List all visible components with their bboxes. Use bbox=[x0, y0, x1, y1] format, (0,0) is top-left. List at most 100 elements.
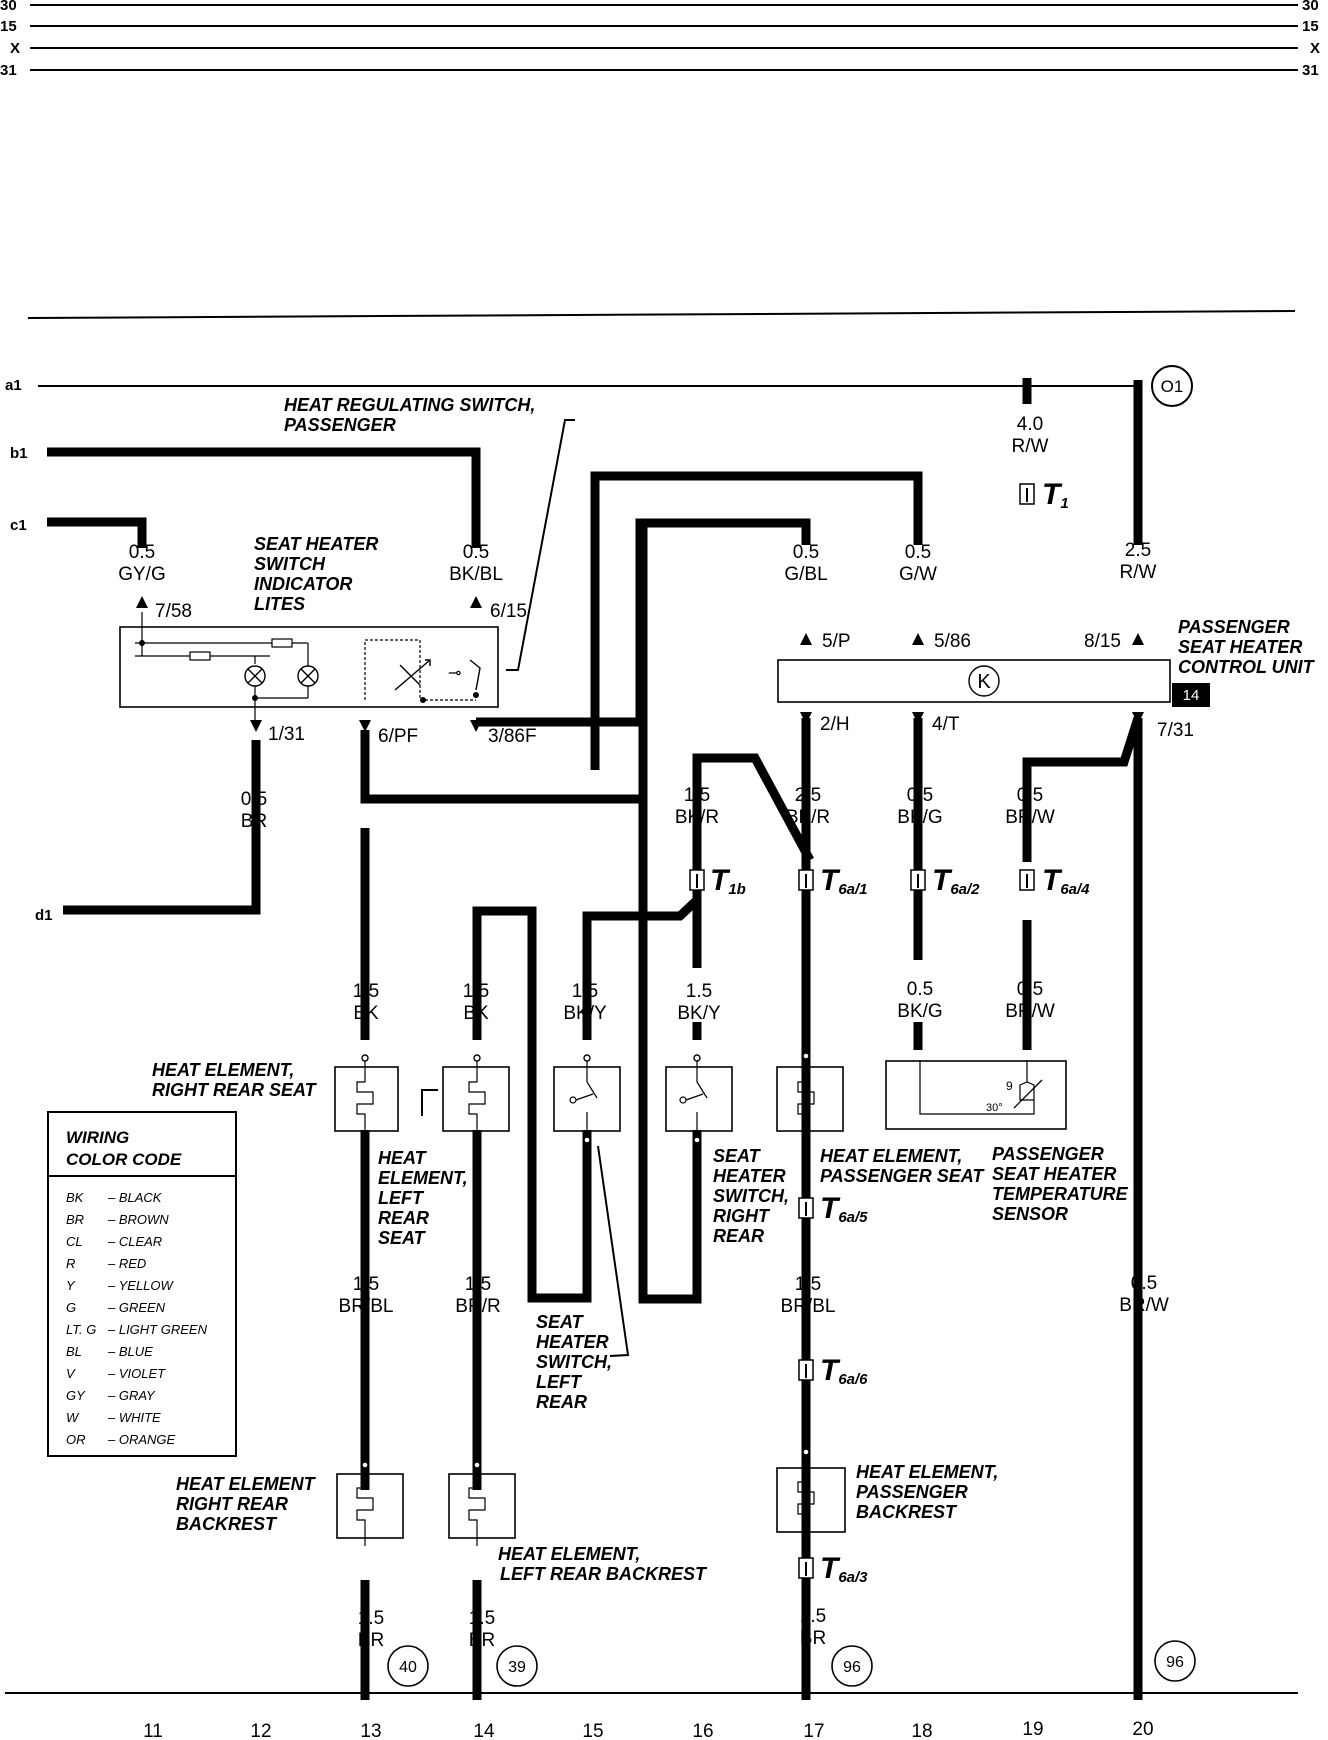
label-switch-right-rear: SEAT HEATER SWITCH, RIGHT REAR bbox=[713, 1146, 789, 1246]
svg-text:BR/W: BR/W bbox=[1005, 1001, 1055, 1022]
connector-t6a-6: T6a/6 bbox=[798, 1354, 868, 1388]
svg-text:0.5: 0.5 bbox=[907, 785, 933, 806]
svg-text:1.5: 1.5 bbox=[463, 981, 489, 1002]
svg-text:1/31: 1/31 bbox=[268, 724, 305, 745]
circle-ground-96-b: 96 bbox=[1154, 1640, 1196, 1682]
svg-text:TEMPERATURE: TEMPERATURE bbox=[992, 1184, 1129, 1204]
svg-text:BK: BK bbox=[463, 1003, 489, 1024]
pin-labels: 7/58 6/15 1/31 6/PF 3/86F 5/P 5/86 8/15 … bbox=[155, 601, 1194, 747]
color-code-name: – BLACK bbox=[107, 1190, 163, 1205]
svg-text:8/15: 8/15 bbox=[1084, 631, 1121, 652]
leader-lines bbox=[421, 419, 630, 1357]
switch-lamp-icon: ⊸ bbox=[448, 665, 461, 682]
svg-text:1.5: 1.5 bbox=[469, 1608, 495, 1629]
svg-text:PASSENGER: PASSENGER bbox=[992, 1144, 1104, 1164]
svg-text:BK/G: BK/G bbox=[897, 1001, 942, 1022]
svg-text:HEAT ELEMENT,: HEAT ELEMENT, bbox=[498, 1544, 640, 1564]
color-code-name: – GREEN bbox=[107, 1300, 166, 1315]
svg-text:1.5: 1.5 bbox=[684, 785, 710, 806]
svg-text:BR: BR bbox=[241, 811, 267, 832]
svg-text:LITES: LITES bbox=[254, 594, 305, 614]
color-code-abbr: V bbox=[66, 1366, 76, 1381]
svg-text:INDICATOR: INDICATOR bbox=[254, 574, 352, 594]
color-code-title-1: WIRING bbox=[66, 1128, 129, 1147]
svg-text:1.5: 1.5 bbox=[353, 981, 379, 1002]
control-unit-badge bbox=[1172, 683, 1210, 707]
svg-text:18: 18 bbox=[911, 1721, 932, 1740]
seat-heater-switch-left-rear bbox=[553, 1054, 621, 1144]
svg-text:HEAT ELEMENT: HEAT ELEMENT bbox=[176, 1474, 317, 1494]
rail-label-15-left: 15 bbox=[0, 18, 17, 35]
svg-text:12: 12 bbox=[250, 1721, 271, 1740]
color-code-name: – LIGHT GREEN bbox=[107, 1322, 208, 1337]
svg-text:T1: T1 bbox=[1042, 478, 1069, 512]
svg-text:17: 17 bbox=[803, 1721, 824, 1740]
connector-t6a-4: T6a/4 bbox=[1019, 864, 1090, 898]
svg-text:40: 40 bbox=[399, 1659, 417, 1676]
rail-label-15-right: 15 bbox=[1302, 18, 1319, 35]
svg-text:15: 15 bbox=[582, 1721, 603, 1740]
connector-t6a-5: T6a/5 bbox=[798, 1192, 868, 1226]
svg-text:1.5: 1.5 bbox=[358, 1608, 384, 1629]
svg-text:SENSOR: SENSOR bbox=[992, 1204, 1068, 1224]
svg-text:T1b: T1b bbox=[710, 864, 746, 898]
svg-text:BK/BL: BK/BL bbox=[449, 564, 503, 585]
svg-text:1.5: 1.5 bbox=[795, 1274, 821, 1295]
svg-text:HEAT ELEMENT,: HEAT ELEMENT, bbox=[820, 1146, 962, 1166]
svg-text:13: 13 bbox=[360, 1721, 381, 1740]
control-unit-symbol-icon bbox=[968, 665, 1000, 697]
svg-text:BACKREST: BACKREST bbox=[856, 1502, 958, 1522]
rail-label-31-left: 31 bbox=[0, 62, 17, 79]
svg-text:SWITCH,: SWITCH, bbox=[713, 1186, 789, 1206]
svg-text:REAR: REAR bbox=[378, 1208, 429, 1228]
svg-text:PASSENGER SEAT: PASSENGER SEAT bbox=[820, 1166, 985, 1186]
svg-text:BK/Y: BK/Y bbox=[677, 1003, 721, 1024]
svg-text:HEAT ELEMENT,: HEAT ELEMENT, bbox=[856, 1462, 998, 1482]
grid-numbers: 11 12 13 14 15 16 17 18 19 20 bbox=[143, 1719, 1153, 1740]
rail-label-x-right: X bbox=[1310, 40, 1320, 57]
svg-text:6/15: 6/15 bbox=[490, 601, 527, 622]
color-code-abbr: LT. G bbox=[66, 1322, 96, 1337]
color-code-abbr: R bbox=[66, 1256, 75, 1271]
svg-text:0.5: 0.5 bbox=[1131, 1273, 1157, 1294]
svg-text:16: 16 bbox=[692, 1721, 713, 1740]
rail-label-30-left: 30 bbox=[0, 0, 17, 14]
color-code-name: – BLUE bbox=[107, 1344, 153, 1359]
svg-text:HEAT REGULATING SWITCH,: HEAT REGULATING SWITCH, bbox=[284, 395, 535, 415]
svg-text:3/86F: 3/86F bbox=[488, 726, 537, 747]
heat-element-right-rear-backrest bbox=[336, 1461, 404, 1546]
svg-text:4.0: 4.0 bbox=[1017, 414, 1043, 435]
terminal-arrows bbox=[136, 596, 1144, 732]
label-indicator-lites: SEAT HEATER SWITCH INDICATOR LITES bbox=[254, 534, 378, 614]
color-code-name: – ORANGE bbox=[107, 1432, 176, 1447]
svg-text:1.5: 1.5 bbox=[800, 1606, 826, 1627]
svg-text:1.5: 1.5 bbox=[465, 1274, 491, 1295]
svg-text:LEFT REAR BACKREST: LEFT REAR BACKREST bbox=[500, 1564, 708, 1584]
svg-text:1.5: 1.5 bbox=[686, 981, 712, 1002]
svg-text:0.5: 0.5 bbox=[907, 979, 933, 1000]
svg-text:SEAT HEATER: SEAT HEATER bbox=[254, 534, 378, 554]
color-code-abbr: BL bbox=[66, 1344, 82, 1359]
svg-text:SWITCH,: SWITCH, bbox=[536, 1352, 612, 1372]
circle-o1: O1 bbox=[1151, 365, 1193, 407]
svg-text:BK/R: BK/R bbox=[675, 807, 719, 828]
label-right-rear-seat: HEAT ELEMENT, RIGHT REAR SEAT bbox=[152, 1060, 318, 1100]
svg-text:BR: BR bbox=[358, 1630, 384, 1651]
svg-text:HEAT: HEAT bbox=[378, 1148, 428, 1168]
section-divider bbox=[27, 310, 1296, 319]
color-code-abbr: G bbox=[66, 1300, 76, 1315]
svg-text:T6a/2: T6a/2 bbox=[932, 864, 980, 898]
heat-element-left-rear-seat bbox=[442, 1054, 510, 1140]
svg-text:5/86: 5/86 bbox=[934, 631, 971, 652]
svg-text:R/W: R/W bbox=[1012, 436, 1049, 457]
svg-text:0.5: 0.5 bbox=[1017, 785, 1043, 806]
svg-text:T6a/6: T6a/6 bbox=[820, 1354, 868, 1388]
svg-text:19: 19 bbox=[1022, 1719, 1043, 1740]
svg-text:BR/R: BR/R bbox=[455, 1296, 500, 1317]
svg-text:11: 11 bbox=[143, 1721, 163, 1740]
svg-text:CONTROL UNIT: CONTROL UNIT bbox=[1178, 657, 1316, 677]
svg-text:5/P: 5/P bbox=[822, 631, 851, 652]
color-code-abbr: GY bbox=[66, 1388, 86, 1403]
svg-text:SEAT: SEAT bbox=[713, 1146, 762, 1166]
